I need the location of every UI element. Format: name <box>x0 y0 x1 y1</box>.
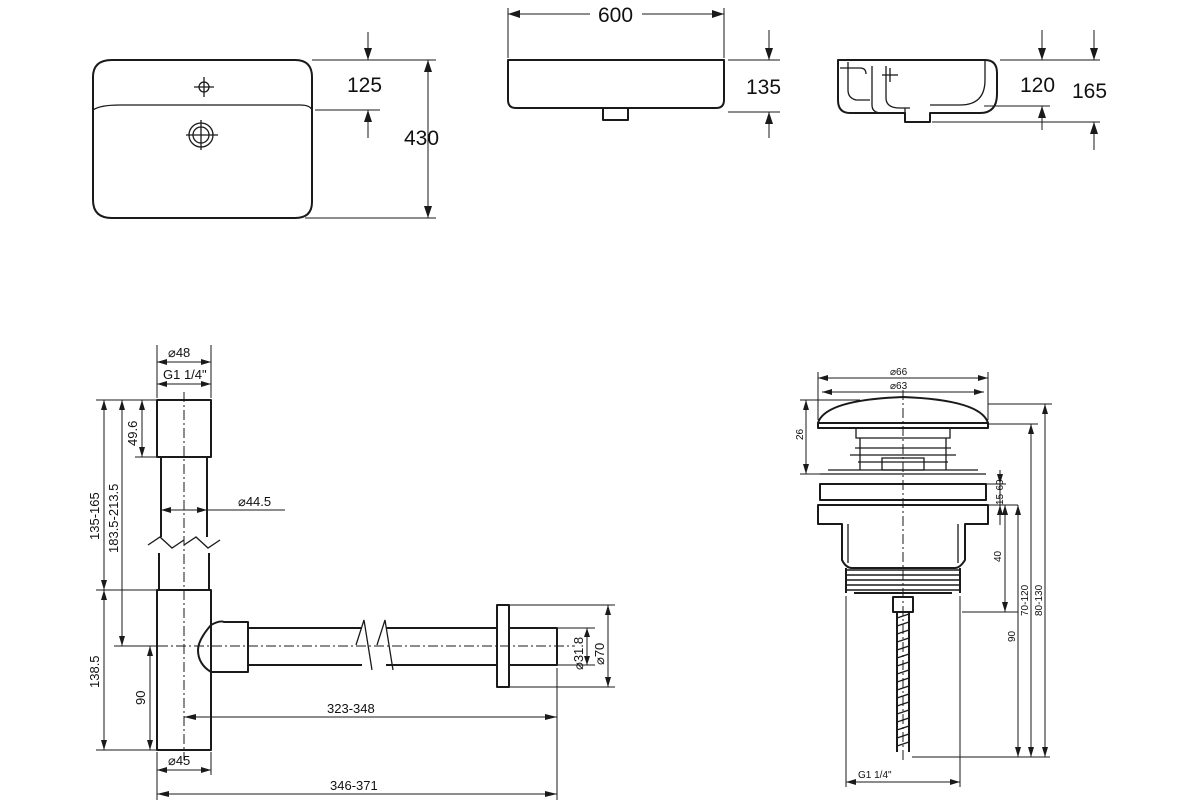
dim-siphon-cap-height: 49.6 <box>125 421 140 446</box>
dim-drain-range-a: 70-120 <box>1020 584 1031 616</box>
dim-siphon-wall-flange: ⌀70 <box>592 643 607 665</box>
basin-side-view: 120 165 <box>837 30 1107 150</box>
dim-drain-cap-inner: ⌀63 <box>890 381 908 392</box>
basin-rim-line <box>92 104 313 111</box>
tap-hole-marker <box>194 77 214 97</box>
dim-siphon-outlet-diameter: ⌀31.8 <box>571 637 586 670</box>
dim-drain-thread: G1 1/4" <box>858 770 892 781</box>
dim-siphon-total-reach: 346-371 <box>330 778 378 793</box>
dim-drain-cap-height: 26 <box>795 428 806 440</box>
dim-tap-offset: 125 <box>347 74 382 97</box>
basin-outline-side <box>837 59 998 123</box>
dim-siphon-top-diameter: ⌀48 <box>168 345 190 360</box>
basin-front-view: 600 135 <box>507 2 781 138</box>
overflow-marker <box>882 68 898 82</box>
dim-drain-clamp-range: 15-60 <box>995 479 1006 505</box>
dim-siphon-height-range: 135-165 <box>87 492 102 540</box>
dim-basin-inner: 120 <box>1020 74 1055 97</box>
dim-siphon-axis-height: 90 <box>133 691 148 705</box>
dim-siphon-outlet-height: 138.5 <box>87 655 102 688</box>
siphon-outlet-pipe <box>248 627 497 666</box>
drain-hole-marker <box>186 120 218 150</box>
dim-basin-height: 135 <box>746 76 781 99</box>
dim-siphon-reach-range: 323-348 <box>327 701 375 716</box>
dim-siphon-bottom-diameter: ⌀45 <box>168 753 190 768</box>
dim-drain-stem: 90 <box>1007 630 1018 642</box>
siphon-elbow <box>197 620 249 673</box>
dim-siphon-pipe-diameter: ⌀44.5 <box>238 494 271 509</box>
basin-drain-stub <box>602 107 629 121</box>
siphon-pipe-lower <box>158 553 210 590</box>
siphon-pipe-upper <box>160 457 208 537</box>
drain-body <box>817 504 989 569</box>
drain-clamp-ring <box>819 483 987 501</box>
dim-basin-width: 600 <box>598 4 633 27</box>
dim-basin-depth: 430 <box>404 127 439 150</box>
dim-basin-total: 165 <box>1072 80 1107 103</box>
dim-drain-range-b: 80-130 <box>1034 584 1045 616</box>
basin-outline-top <box>92 59 313 219</box>
dim-siphon-thread: G1 1/4" <box>163 367 207 382</box>
click-clack-drain: ⌀66 ⌀63 26 15-60 40 90 70-120 <box>795 367 1052 787</box>
dim-drain-cap-outer: ⌀66 <box>890 367 908 378</box>
basin-top-view: 125 430 <box>92 32 439 219</box>
dim-drain-body: 40 <box>993 550 1004 562</box>
bottle-siphon: ⌀48 G1 1/4" 49.6 ⌀44.5 135-165 183.5-213… <box>87 345 615 800</box>
basin-outline-front <box>507 59 725 109</box>
dim-siphon-length-range: 183.5-213.5 <box>106 484 121 553</box>
